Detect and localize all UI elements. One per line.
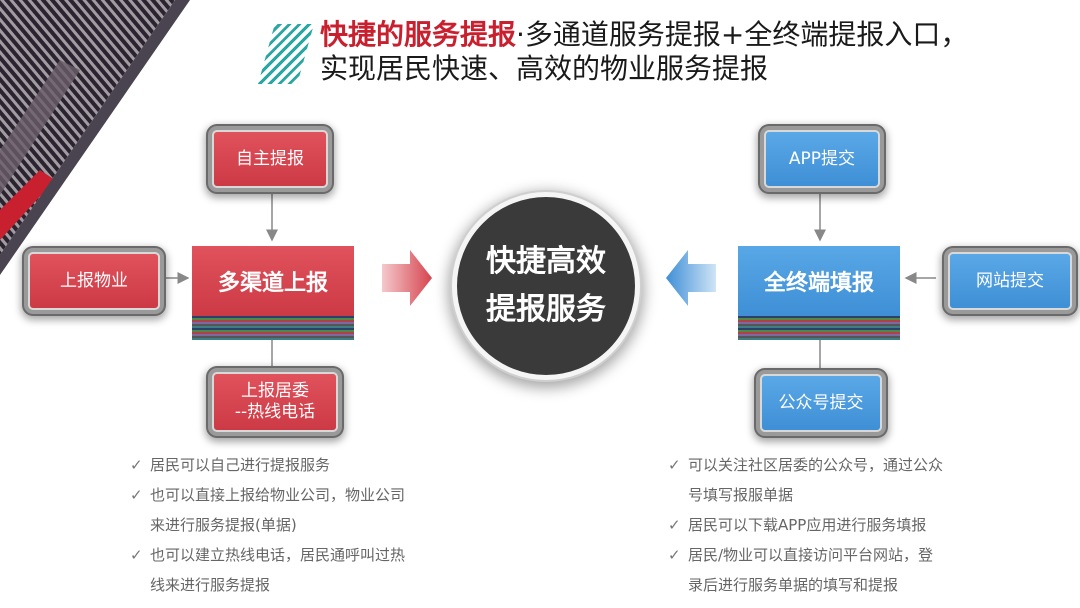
list-item: ✓ 居民/物业可以直接访问平台网站，登 录后进行服务单据的填写和提报 bbox=[668, 540, 943, 600]
list-item: ✓ 也可以建立热线电话，居民通呼叫过热 线来进行服务提报 bbox=[130, 540, 405, 600]
page-title-line-1: 快捷的服务提报·多通道服务提报+全终端提报入口， bbox=[320, 18, 968, 52]
node-report-property-label: 上报物业 bbox=[60, 270, 128, 291]
list-item: ✓ 居民可以下载APP应用进行服务填报 bbox=[668, 510, 943, 540]
node-website-submit-label: 网站提交 bbox=[976, 270, 1044, 291]
node-report-committee-label-2: --热线电话 bbox=[234, 402, 316, 422]
node-app-submit: APP提交 bbox=[764, 130, 880, 188]
node-app-submit-label: APP提交 bbox=[788, 148, 856, 169]
hub-all-terminal: 全终端填报 bbox=[738, 246, 900, 316]
bullet-list-right: ✓ 可以关注社区居委的公众号，通过公众 号填写报服单据 ✓ 居民可以下载APP应… bbox=[668, 450, 943, 600]
center-circle: 快捷高效 提报服务 bbox=[452, 192, 640, 380]
hub-multi-channel: 多渠道上报 bbox=[192, 246, 354, 316]
check-icon: ✓ bbox=[130, 486, 143, 504]
arrow-right-to-center bbox=[666, 250, 716, 306]
node-report-committee: 上报居委 --热线电话 bbox=[212, 372, 338, 432]
hub-all-terminal-stripes bbox=[738, 316, 900, 340]
check-icon: ✓ bbox=[668, 456, 681, 474]
list-item: ✓ 也可以直接上报给物业公司，物业公司 来进行服务提报(单据) bbox=[130, 480, 405, 540]
check-icon: ✓ bbox=[130, 546, 143, 564]
node-wechat-submit-label: 公众号提交 bbox=[778, 392, 864, 413]
check-icon: ✓ bbox=[668, 516, 681, 534]
list-item: ✓ 可以关注社区居委的公众号，通过公众 号填写报服单据 bbox=[668, 450, 943, 510]
center-label-1: 快捷高效 bbox=[486, 244, 606, 279]
node-wechat-submit: 公众号提交 bbox=[760, 374, 882, 432]
hub-all-terminal-label: 全终端填报 bbox=[763, 271, 874, 296]
bullet-list-left: ✓ 居民可以自己进行提报服务 ✓ 也可以直接上报给物业公司，物业公司 来进行服务… bbox=[130, 450, 405, 600]
hub-multi-channel-label: 多渠道上报 bbox=[217, 271, 328, 296]
node-report-committee-label-1: 上报居委 bbox=[241, 381, 309, 401]
list-item: ✓ 居民可以自己进行提报服务 bbox=[130, 450, 405, 480]
center-label-2: 提报服务 bbox=[486, 292, 606, 327]
node-report-property: 上报物业 bbox=[28, 252, 160, 310]
title-rest: ·多通道服务提报+全终端提报入口， bbox=[516, 18, 969, 51]
hub-multi-channel-stripes bbox=[192, 316, 354, 340]
node-self-report-label: 自主提报 bbox=[236, 148, 304, 169]
node-website-submit: 网站提交 bbox=[948, 252, 1072, 310]
check-icon: ✓ bbox=[130, 456, 143, 474]
arrow-left-to-center bbox=[382, 250, 432, 306]
corner-decoration bbox=[0, 0, 190, 275]
check-icon: ✓ bbox=[668, 546, 681, 564]
node-self-report: 自主提报 bbox=[212, 130, 328, 188]
page-title-line-2: 实现居民快速、高效的物业服务提报 bbox=[320, 52, 769, 85]
title-highlight: 快捷的服务提报 bbox=[320, 18, 517, 51]
